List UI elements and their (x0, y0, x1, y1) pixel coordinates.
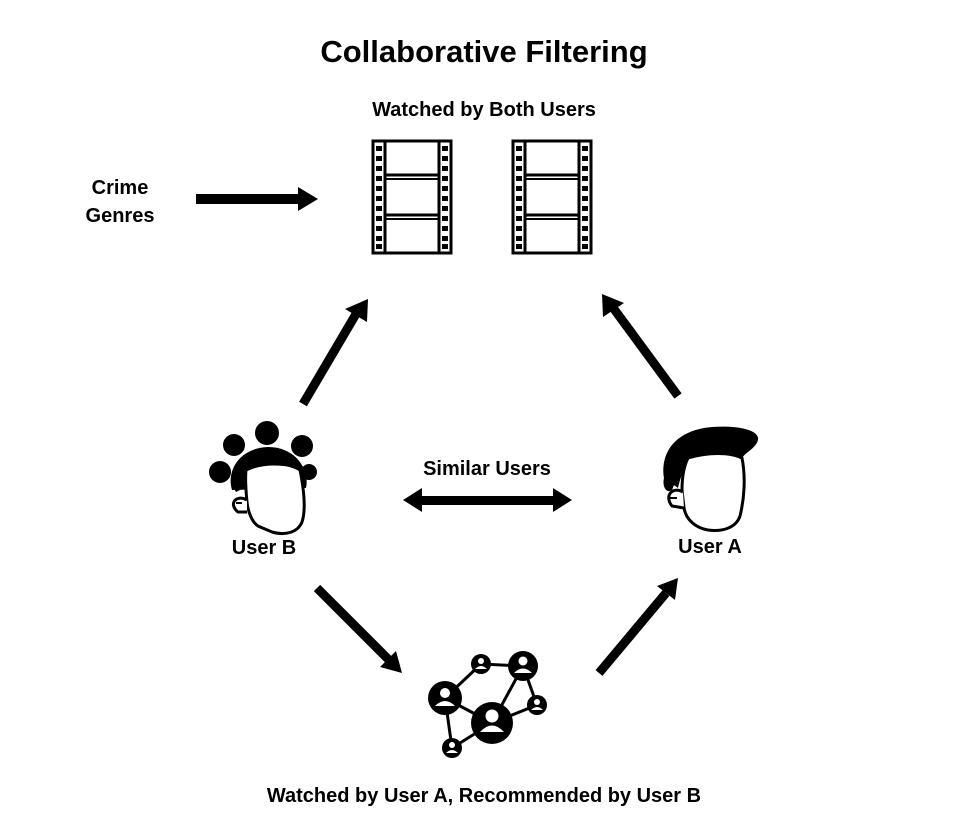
user-b-to-network-arrow (313, 584, 402, 673)
user-a-label: User A (678, 536, 742, 558)
watched-by-both-label: Watched by Both Users (372, 99, 596, 121)
similar-users-arrow (403, 488, 572, 512)
user-b-to-films-arrow (299, 299, 368, 407)
recommendation-label: Watched by User A, Recommended by User B (266, 785, 702, 807)
film-strip-icon (371, 139, 453, 255)
user-b-label: User B (231, 537, 297, 559)
user-a-face-icon (663, 426, 759, 532)
crime-genres-label: Crime Genres (85, 177, 155, 227)
user-a-to-films-arrow (602, 294, 682, 399)
network-to-user-a-arrow (595, 578, 678, 676)
page-title: Collaborative Filtering (320, 34, 648, 69)
genre-arrow (196, 187, 318, 211)
user-network-icon (428, 651, 547, 758)
film-strip-icon (511, 139, 593, 255)
similar-users-label: Similar Users (423, 458, 551, 480)
user-b-face-icon (209, 421, 317, 536)
